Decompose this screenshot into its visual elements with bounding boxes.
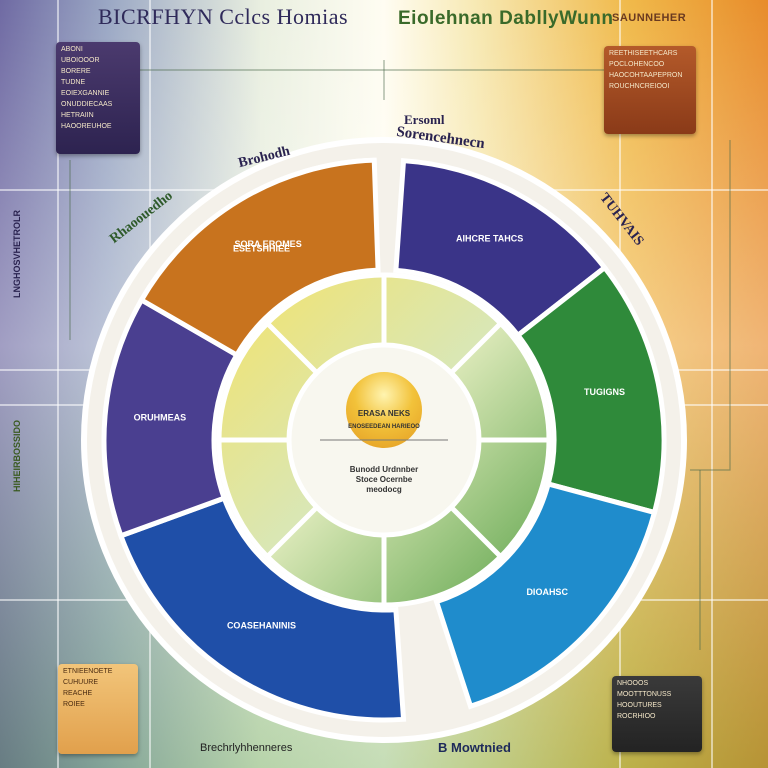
outer-segments [101, 157, 667, 723]
center-line-2: Stoce Ocernbe [356, 475, 413, 484]
panel-bottom-left: ETNIEENOETE CUHUURE REACHE ROIEE [58, 664, 138, 754]
segment-cyan [433, 480, 658, 710]
segment-label-violet: ORUHMEAS [134, 412, 187, 422]
panel-text: ABONI [61, 46, 83, 53]
segment-label-blue: COASEHANINIS [227, 621, 296, 631]
segment-label-navy: AIHCRE TAHCS [456, 233, 523, 243]
panel-text: HAOOREUHOE [61, 123, 112, 130]
segment-label-cyan: DIOAHSC [526, 587, 568, 597]
panel-text: REETHISEETHCARS [609, 50, 678, 57]
center-line-3: meodocg [366, 485, 402, 494]
title-right-small: SAUNNEHER [612, 12, 687, 24]
panel-text: HOOUTURES [617, 702, 662, 709]
segment-orange [138, 157, 381, 359]
panel-text: UBOIOOOR [61, 57, 100, 64]
panel-text: ETNIEENOETE [63, 668, 113, 675]
panel-text: BORERE [61, 68, 91, 75]
title-right: Eiolehnan DabllyWunn [398, 8, 614, 29]
segment-label-red: ESETSHHIEE [233, 243, 290, 253]
panel-text: POCLOHENCOO [609, 61, 665, 68]
panel-top-left: ABONI UBOIOOOR BORERE TUDNE EOIEXGANNIE … [56, 42, 140, 154]
panel-top-right: REETHISEETHCARS POCLOHENCOO HAOCOHTAAPEP… [604, 46, 696, 134]
panel-text: ROCRHIOO [617, 713, 656, 720]
segment-labels: ESETSHHIEE AIHCRE TAHCS TUGIGNS DIOAHSC COAS… [134, 233, 625, 630]
center-line-1: Bunodd Urdnnber [350, 465, 418, 474]
panel-text: MOOTTTONUSS [617, 691, 672, 698]
panel-text: TUDNE [61, 79, 86, 86]
panel-text: EOIEXGANNIE [61, 90, 110, 97]
title-left: BICRFHYN Cclcs Homias [98, 4, 349, 29]
panel-text: HAOCOHTAAPEPRON [609, 72, 683, 79]
segment-blue [117, 494, 407, 723]
panel-text: ONUDDIECAAS [61, 101, 113, 108]
panel-text: HETRAIIN [61, 112, 94, 119]
panel-text: ROIEE [63, 701, 85, 708]
panel-text: CUHUURE [63, 679, 98, 686]
center-title: ERASA NEKS [358, 409, 411, 418]
panel-bottom-right: NHOOOS MOOTTTONUSS HOOUTURES ROCRHIOO [612, 676, 702, 752]
footer-left: Brechrlyhhenneres [200, 742, 293, 754]
panel-text: REACHE [63, 690, 93, 697]
footer-right: B Mowtnied [438, 740, 511, 755]
center-subtitle: ENOSEEDEAN HARIEOO [348, 424, 420, 430]
segment-label-orange: SORA EROMES [235, 239, 302, 249]
panel-text: ROUCHNCREIOOI [609, 83, 670, 90]
rim-label-top-right-1: Ersoml [404, 112, 445, 127]
panel-text: NHOOOS [617, 680, 649, 687]
center-sun [346, 372, 422, 448]
segment-label-green: TUGIGNS [584, 387, 625, 397]
